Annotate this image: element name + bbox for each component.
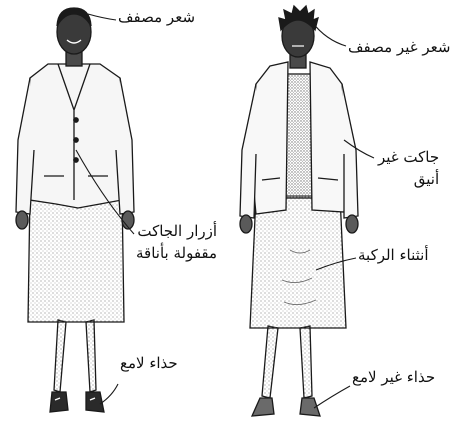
label-right-jacket-line2: أنيق — [378, 168, 439, 190]
left-figure-button — [74, 158, 78, 162]
figure-left-well-dressed — [16, 8, 134, 412]
left-figure-shoe-right — [86, 392, 104, 412]
label-left-buttons-line2: مقفولة بأناقة — [136, 242, 217, 264]
callout-line-right-hair — [312, 22, 346, 46]
label-left-shoes: حذاء لامع — [120, 352, 178, 374]
figure-right-poorly-dressed — [240, 6, 358, 416]
right-figure-hand-left — [240, 215, 252, 233]
callout-line-right-shoes — [314, 386, 350, 408]
left-figure-button — [74, 118, 78, 122]
right-figure-right-sleeve — [342, 84, 358, 218]
label-right-jacket: جاكت غير أنيق — [378, 146, 439, 190]
right-figure-skirt — [250, 196, 346, 328]
right-figure-shoe-left — [252, 398, 274, 416]
right-figure-shoe-right — [300, 398, 320, 416]
label-right-wrinkles: أنثناء الركبة — [358, 244, 429, 266]
left-figure-button — [74, 138, 78, 142]
callout-line-left-hair — [88, 14, 116, 20]
label-right-shoes: حذاء غير لامع — [352, 366, 435, 388]
right-figure-legs — [262, 326, 312, 398]
left-figure-hand-left — [16, 211, 28, 229]
left-figure-legs — [54, 320, 96, 392]
left-figure-jacket — [26, 64, 128, 208]
right-figure-hand-right — [346, 215, 358, 233]
label-left-buttons-line1: أزرار الجاكت — [136, 220, 217, 242]
callout-line-left-shoes — [100, 384, 118, 404]
right-figure-left-sleeve — [240, 84, 256, 218]
label-left-buttons: أزرار الجاكت مقفولة بأناقة — [136, 220, 217, 264]
left-figure-skirt — [28, 192, 124, 322]
label-left-hair: شعر مصفف — [118, 6, 195, 28]
label-right-jacket-line1: جاكت غير — [378, 146, 439, 168]
left-figure-shoe-left — [50, 392, 68, 412]
right-figure-blouse — [284, 74, 314, 198]
label-right-hair: شعر غير مصفف — [348, 36, 450, 58]
